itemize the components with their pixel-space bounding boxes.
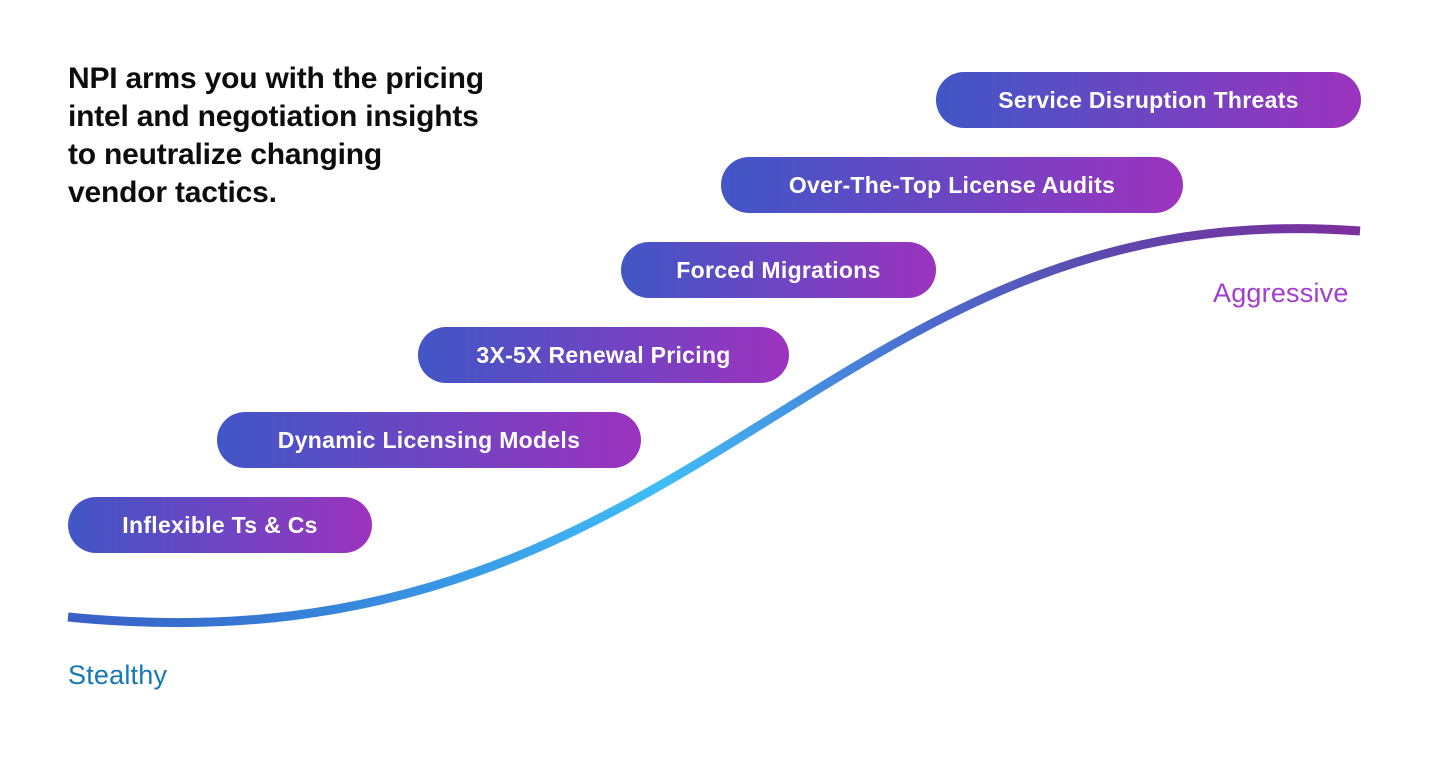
headline-line-3: to neutralize changing bbox=[68, 138, 382, 171]
tactic-pill-label: Over-The-Top License Audits bbox=[788, 171, 1116, 198]
headline-line-4: vendor tactics. bbox=[68, 176, 277, 209]
tactic-pill-inflexible-ts-and-cs: Inflexible Ts & Cs bbox=[68, 497, 372, 553]
tactic-pill-3x-5x-renewal-pricing: 3X-5X Renewal Pricing bbox=[418, 327, 789, 383]
tactic-pill-dynamic-licensing-models: Dynamic Licensing Models bbox=[217, 412, 641, 468]
tactic-pill-label: Inflexible Ts & Cs bbox=[122, 511, 318, 538]
stealthy-label: Stealthy bbox=[68, 660, 168, 690]
tactic-pill-label: Forced Migrations bbox=[676, 256, 881, 283]
tactic-pill-label: Dynamic Licensing Models bbox=[277, 426, 581, 453]
headline-line-1: NPI arms you with the pricing bbox=[68, 62, 484, 95]
headline: NPI arms you with the pricing intel and … bbox=[68, 60, 484, 212]
tactic-pill-label: 3X-5X Renewal Pricing bbox=[476, 341, 731, 368]
tactic-pill-label: Service Disruption Threats bbox=[998, 86, 1299, 113]
aggressive-label: Aggressive bbox=[1213, 278, 1349, 308]
tactic-pill-service-disruption-threats: Service Disruption Threats bbox=[936, 72, 1361, 128]
s-curve-path bbox=[67, 224, 1361, 627]
headline-line-2: intel and negotiation insights bbox=[68, 100, 479, 133]
tactic-pill-over-the-top-license-audits: Over-The-Top License Audits bbox=[721, 157, 1183, 213]
tactic-pill-forced-migrations: Forced Migrations bbox=[621, 242, 936, 298]
